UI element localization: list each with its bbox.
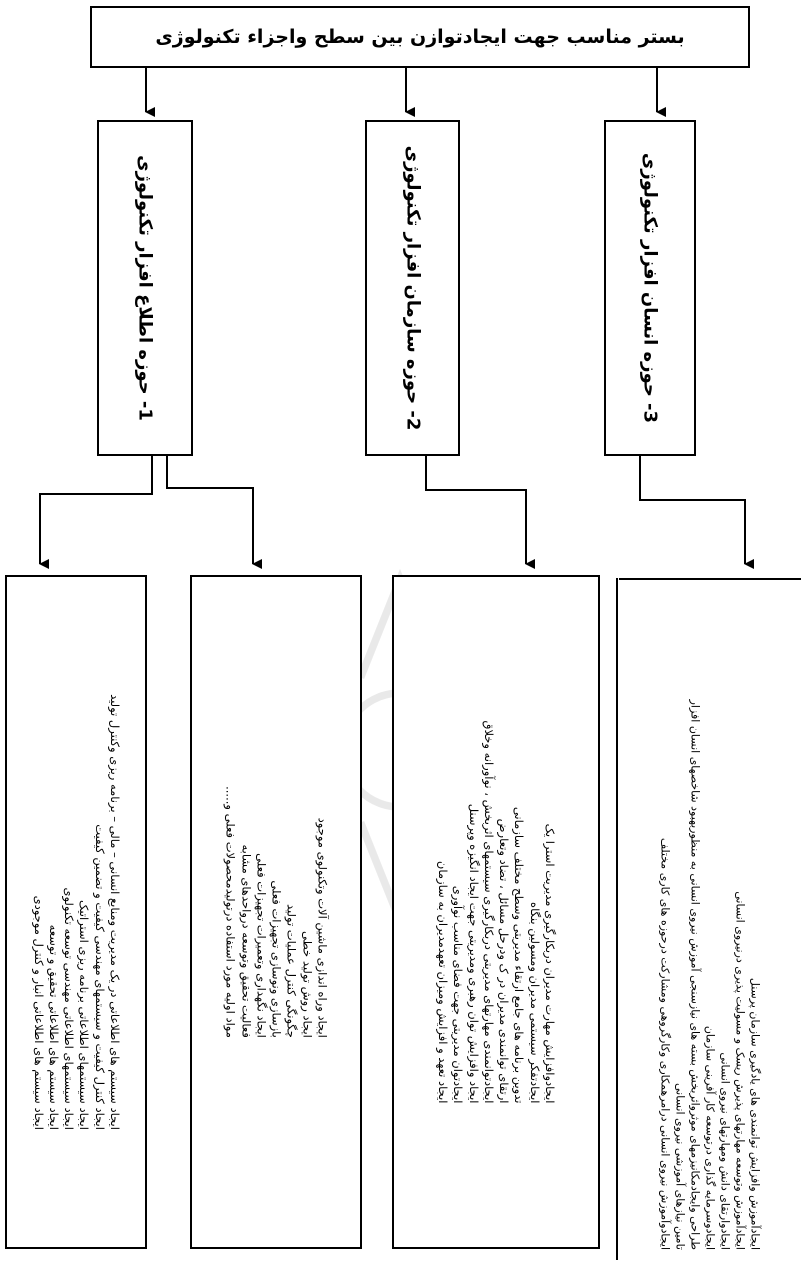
list-item: ایجادآموزش وتوسعه مهارتهای پذیرش ریسک و …	[733, 891, 747, 1250]
list-item: ارتقای توانمندی مدیران در ک ودرحل مسائل …	[497, 818, 512, 1104]
list-item: ایجادتوانمندی مهارتهای مدیریتی دربکارگیر…	[482, 720, 496, 1104]
arrow-domain1-to-list1	[39, 456, 153, 569]
list-item: ایجادوارتقای دانش ومهارتهای نیروی انسانی	[718, 1052, 732, 1250]
info-systems-list: ایجاد سیستم های اطلاعاتی در یک مدیریت وم…	[30, 694, 122, 1130]
domain-box-1: 1- حوزه اطلاع افزار تکنولوژی	[97, 120, 193, 456]
list-item: تدوین برنامه های جامع ارتقاء مدیریتی وسط…	[512, 806, 527, 1104]
list-item: ایجاد سیستم های اطلاعاتی تحقیق و توسعه	[46, 924, 61, 1130]
human-list: ایجادآموزش وافزایش توانمندی های یادگیری …	[658, 590, 763, 1250]
list-item: ایجاد سیستم های اطلاعاتی انبار و کنترل م…	[31, 895, 46, 1130]
diagram-title: بستر مناسب جهت ایجادتوازن بین سطح واجزاء…	[155, 26, 685, 48]
list-item: بازسازی ونوسازی تجهیزات فعلی	[269, 880, 284, 1038]
domain-box-2: 2- حوزه سازمان افزار تکنولوژی	[365, 120, 460, 456]
list-box-info-systems: ایجاد سیستم های اطلاعاتی در یک مدیریت وم…	[5, 575, 147, 1249]
domain-3-title: 3- حوزه انسان افزار تکنولوژی	[639, 152, 661, 424]
list-item: ایجاد نگهداری وتعمیرات تجهیزات فعلی	[254, 853, 269, 1038]
list-item: ایجادوسرمایه گذاری درتوسعه کار آفرینی سا…	[703, 1025, 717, 1250]
list-item: ایجادوافزایش مهارت مدیران دربکارگیری مدی…	[543, 823, 558, 1104]
arrow-domain1-to-list2	[166, 456, 262, 569]
list-item: ایجاد تعهد و افزایش ومیزان تعهدمدیران به…	[436, 860, 451, 1104]
list-item: ایجاد سیستمهای اطلاعاتی مهندسی توسعه تکن…	[62, 887, 76, 1130]
list-item: ایجادآموزش وافزایش توانمندی های یادگیری …	[748, 977, 762, 1250]
list-item: فعالیت تحقیق وتوسعه درواحدهای مشابه	[239, 844, 254, 1038]
list-box-info-equipment: ایجاد وراه اندازی ماشین آلات وتکنولوی مو…	[190, 575, 362, 1249]
list-item: ایجاد سیستمهای اطلاعاتی برنامه ریزی استر…	[77, 900, 92, 1130]
list-item: ایجاد وراه اندازی ماشین آلات وتکنولوی مو…	[315, 817, 330, 1038]
list-item: ایجادوآموزش نیروی انسانی درامرهمکاری وکا…	[658, 837, 672, 1250]
info-equipment-list: ایجاد وراه اندازی ماشین آلات وتکنولوی مو…	[222, 786, 330, 1038]
list-item: طراحی وایجادمکانیزمهای موثرواثربخش بسته …	[688, 699, 702, 1250]
title-box: بستر مناسب جهت ایجادتوازن بین سطح واجزاء…	[90, 6, 750, 68]
domain-2-title: 2- حوزه سازمان افزار تکنولوژی	[402, 145, 423, 431]
organization-list: ایجادوافزایش مهارت مدیران دربکارگیری مدی…	[435, 721, 557, 1104]
list-item: ایجادتفکر سیستمی مدیران ومسولین بنگاه	[527, 902, 542, 1104]
domain-box-3: 3- حوزه انسان افزار تکنولوژی	[604, 120, 696, 456]
list-item: تامین نیازهای آموزشی نیروی انسانی	[673, 1082, 687, 1250]
list-box-human: ایجادآموزش وافزایش توانمندی های یادگیری …	[619, 578, 801, 1260]
list-item: ایجادتوان مدیریتی جهت فضای مناسب نوآوری	[451, 885, 466, 1104]
list-box-organization: ایجادوافزایش مهارت مدیران دربکارگیری مدی…	[392, 575, 600, 1249]
list-item: ایجاد وافزایش توان رهبری ومدیریتی جهت ای…	[466, 803, 481, 1104]
list-item: ایجاد روش تولید خطی	[300, 931, 315, 1038]
list-item: چگونگی کنترل عملیات تولید	[284, 903, 299, 1038]
list-item: مواد اولیه مورد استفاده درتولیدمحصولات ف…	[223, 786, 238, 1038]
domain-1-title: 1- حوزه اطلاع افزار تکنولوژی	[134, 155, 156, 421]
list-item: ایجاد سیستم های اطلاعاتی در یک مدیریت وم…	[107, 694, 122, 1130]
arrow-domain3-to-list4	[639, 456, 754, 569]
arrow-domain2-to-list3	[425, 456, 535, 569]
list-item: ایجاد کنترل کیفیت و سیستمهای مهندسی کیفی…	[92, 824, 107, 1130]
